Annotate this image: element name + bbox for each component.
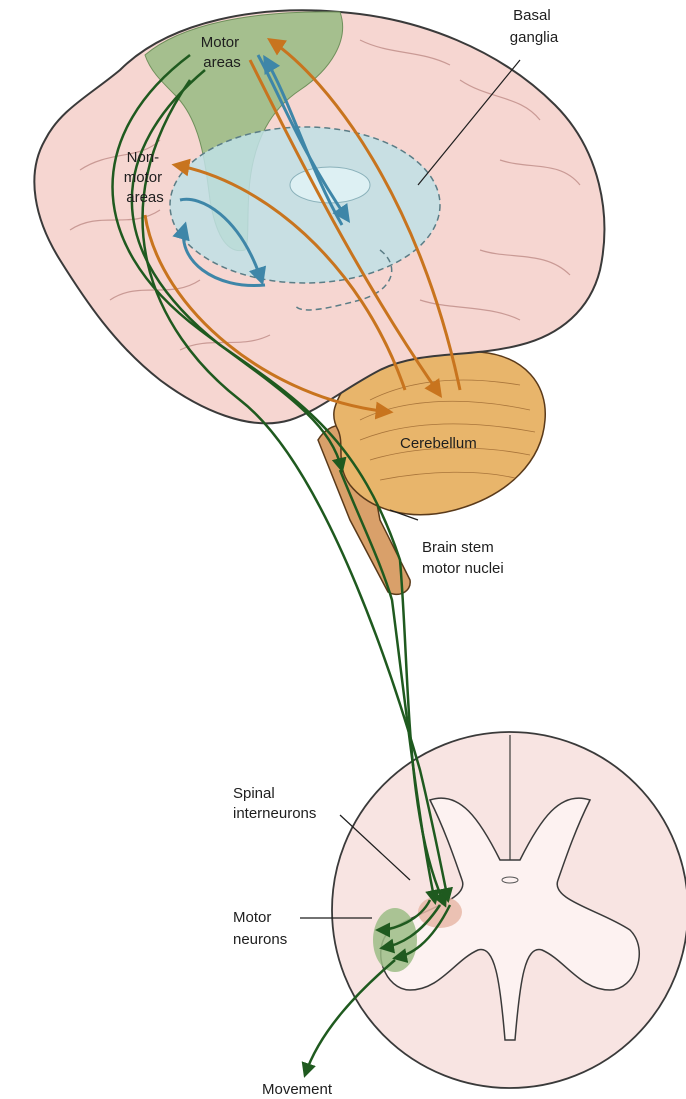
label-motor-neurons: Motor neurons [233,909,287,948]
label-brain-stem-motor-nuclei: Brain stem motor nuclei [422,539,504,577]
motor-neurons-region [373,908,417,972]
label-spinal-interneurons: Spinal interneurons [233,785,316,822]
label-cerebellum: Cerebellum [400,435,477,452]
basal-ganglia-inner [290,167,370,203]
label-movement: Movement [262,1081,333,1098]
label-basal-ganglia: Basal ganglia [510,7,559,46]
label-non-motor-areas: Non- motor areas [124,149,167,206]
